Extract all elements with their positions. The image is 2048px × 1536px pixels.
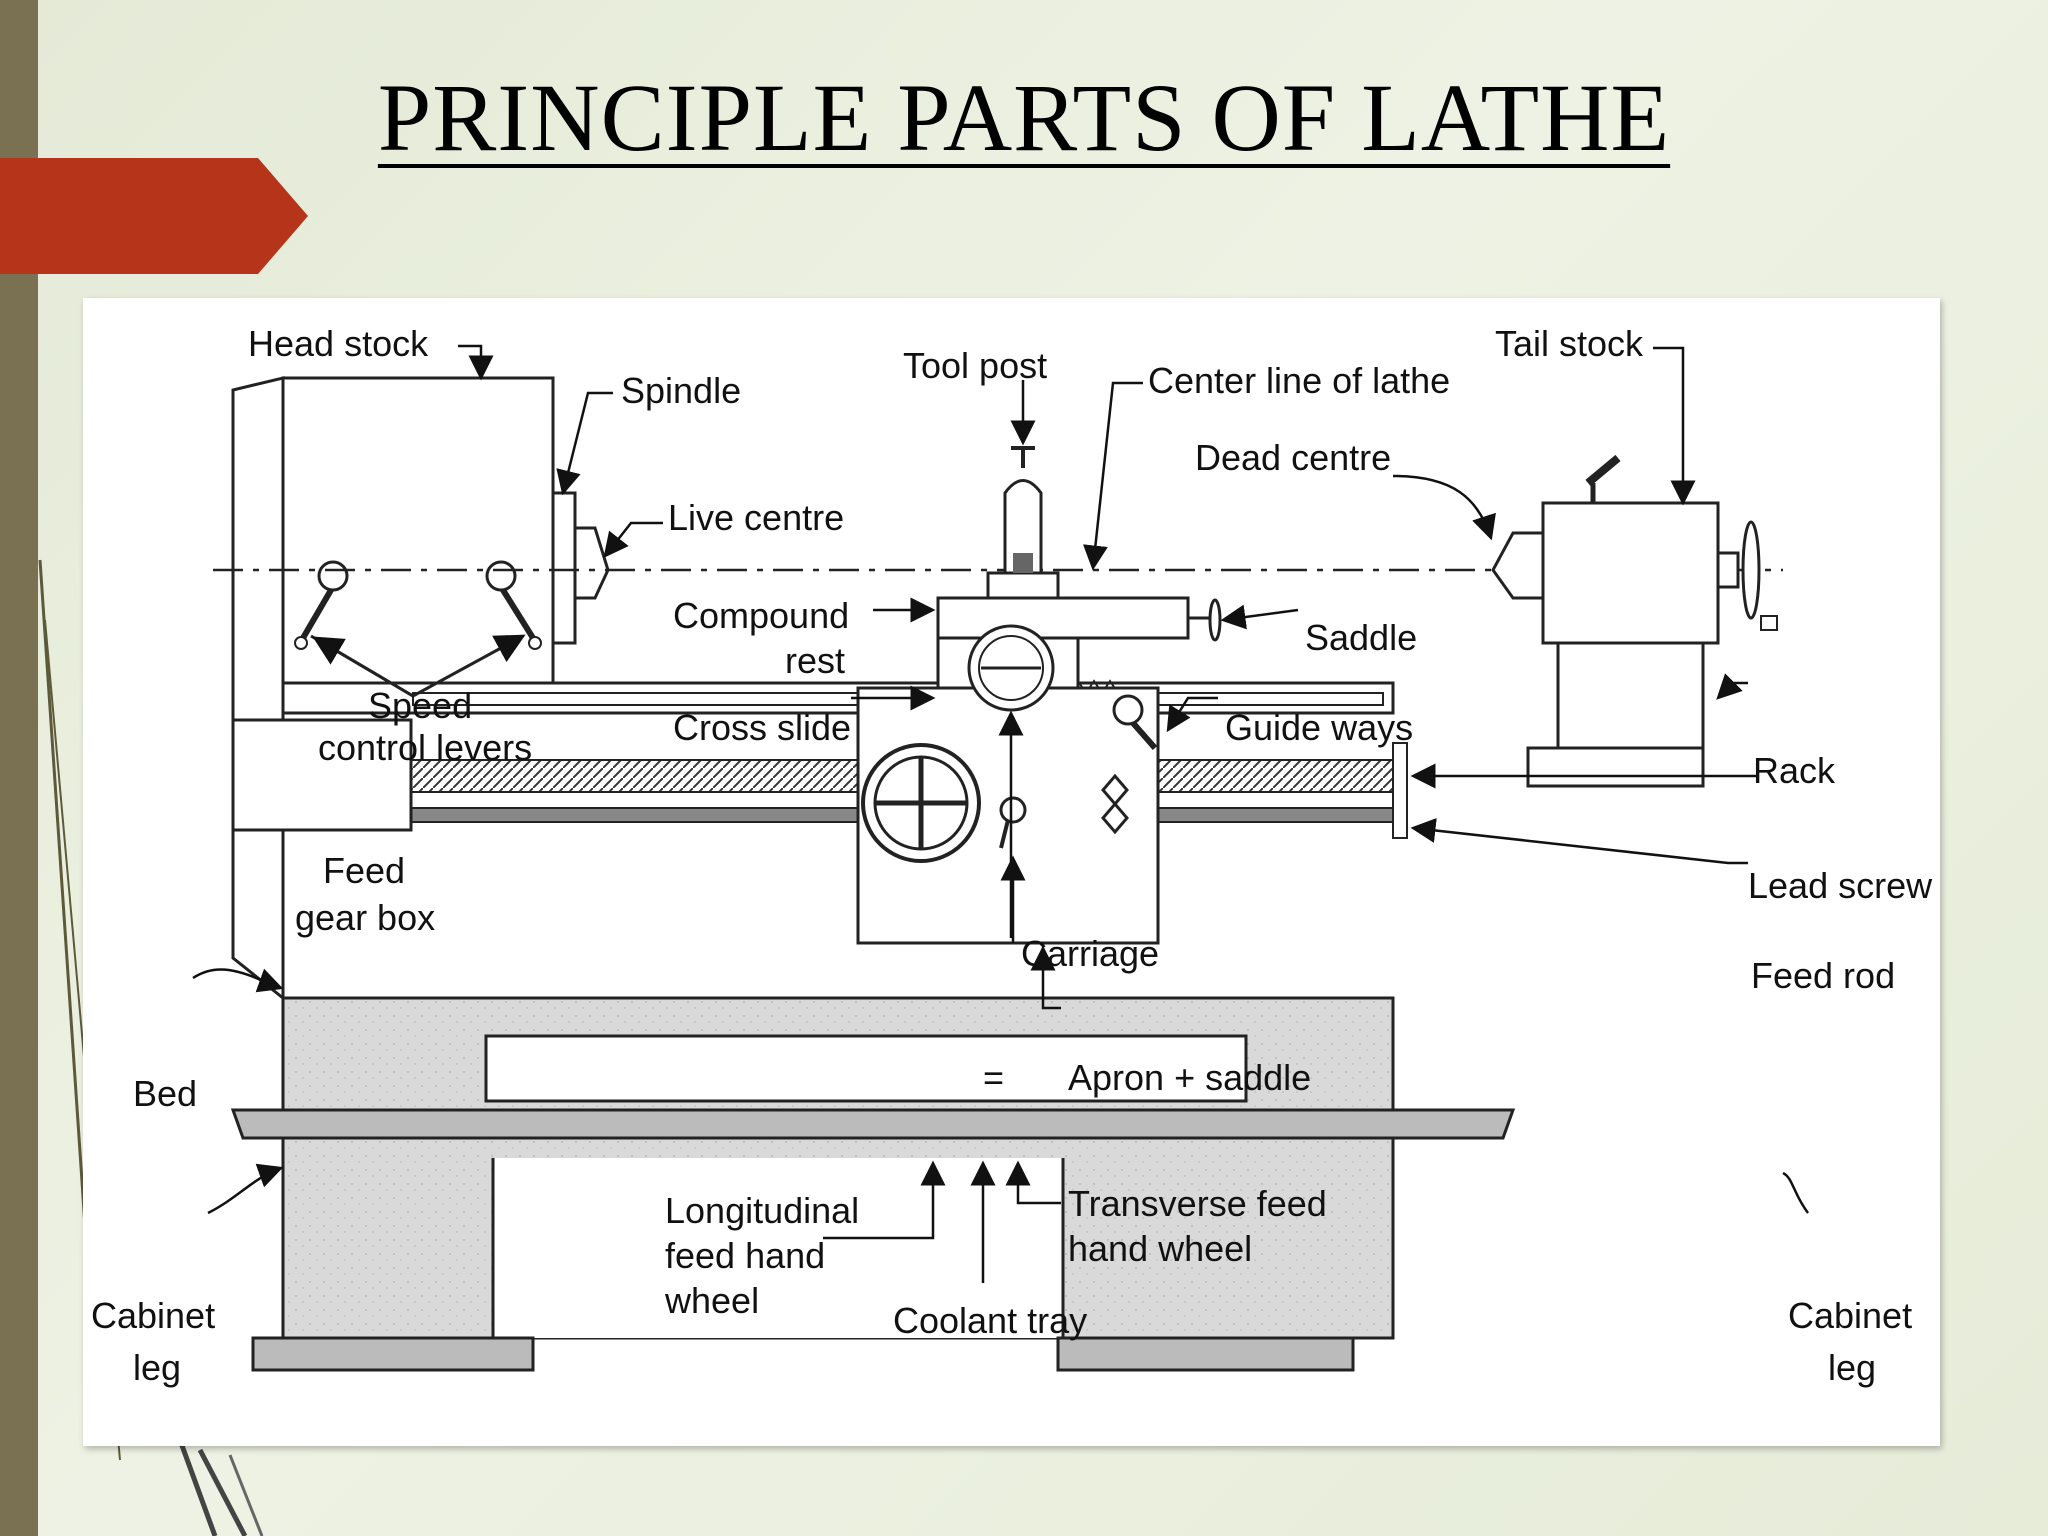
head-stock <box>231 376 610 1002</box>
label-live-centre: Live centre <box>668 497 844 538</box>
label-cabinet-leg-right-2: leg <box>1828 1347 1876 1388</box>
label-cabinet-leg-left-2: leg <box>133 1347 181 1388</box>
compound-rest <box>936 596 1190 640</box>
label-feed-rod: Feed rod <box>1751 955 1895 996</box>
label-tool-post: Tool post <box>903 345 1047 386</box>
label-cross-slide: Cross slide <box>673 707 851 748</box>
feed-gear-box <box>231 718 413 832</box>
label-rack: Rack <box>1753 750 1836 791</box>
label-tail-stock: Tail stock <box>1495 323 1644 364</box>
label-longitudinal-3: wheel <box>664 1280 759 1321</box>
label-transverse: Transverse feed <box>1068 1183 1327 1224</box>
accent-arrow-shape <box>0 158 308 274</box>
label-compound-rest-2: rest <box>785 640 845 681</box>
label-head-stock: Head stock <box>248 323 429 364</box>
label-guide-ways: Guide ways <box>1225 707 1413 748</box>
label-longitudinal: Longitudinal <box>665 1190 859 1231</box>
label-center-line: Center line of lathe <box>1148 360 1450 401</box>
label-longitudinal-2: feed hand <box>665 1235 825 1276</box>
tail-stock <box>1491 454 1778 788</box>
label-dead-centre: Dead centre <box>1195 437 1391 478</box>
dead-centre <box>1491 531 1545 600</box>
label-transverse-2: hand wheel <box>1068 1228 1252 1269</box>
label-cabinet-leg-right: Cabinet <box>1788 1295 1912 1336</box>
live-centre <box>573 526 610 600</box>
spindle <box>551 491 577 645</box>
tool-post <box>1003 479 1043 575</box>
label-apron-saddle: Apron + saddle <box>1068 1057 1311 1098</box>
label-carriage: Carriage <box>1021 933 1159 974</box>
label-feed-gear-box-2: gear box <box>295 897 435 938</box>
left-foot <box>251 1336 535 1372</box>
label-speed-levers: Speed <box>368 685 472 726</box>
lathe-diagram: Head stock Spindle Tool post Center line… <box>83 298 1940 1446</box>
label-lead-screw: Lead screw <box>1748 865 1933 906</box>
labels: Head stock Spindle Tool post Center line… <box>91 323 1933 1388</box>
label-cabinet-leg-left: Cabinet <box>91 1295 215 1336</box>
lathe-drawing: Head stock Spindle Tool post Center line… <box>91 323 1933 1388</box>
label-feed-gear-box: Feed <box>323 850 405 891</box>
leader-cabinet-leg-right <box>1401 1173 1801 1210</box>
label-spindle: Spindle <box>621 370 741 411</box>
label-speed-levers-2: control levers <box>318 727 532 768</box>
right-foot <box>1056 1336 1355 1372</box>
leader-lines <box>192 344 1758 1283</box>
equals-mark: = <box>983 1057 1004 1098</box>
label-saddle: Saddle <box>1305 617 1417 658</box>
page-title: PRINCIPLE PARTS OF LATHE <box>377 64 1671 171</box>
label-compound-rest: Compound <box>673 595 849 636</box>
label-bed: Bed <box>133 1073 197 1114</box>
label-coolant-tray: Coolant tray <box>893 1300 1087 1341</box>
bed-rail <box>230 1108 1516 1140</box>
